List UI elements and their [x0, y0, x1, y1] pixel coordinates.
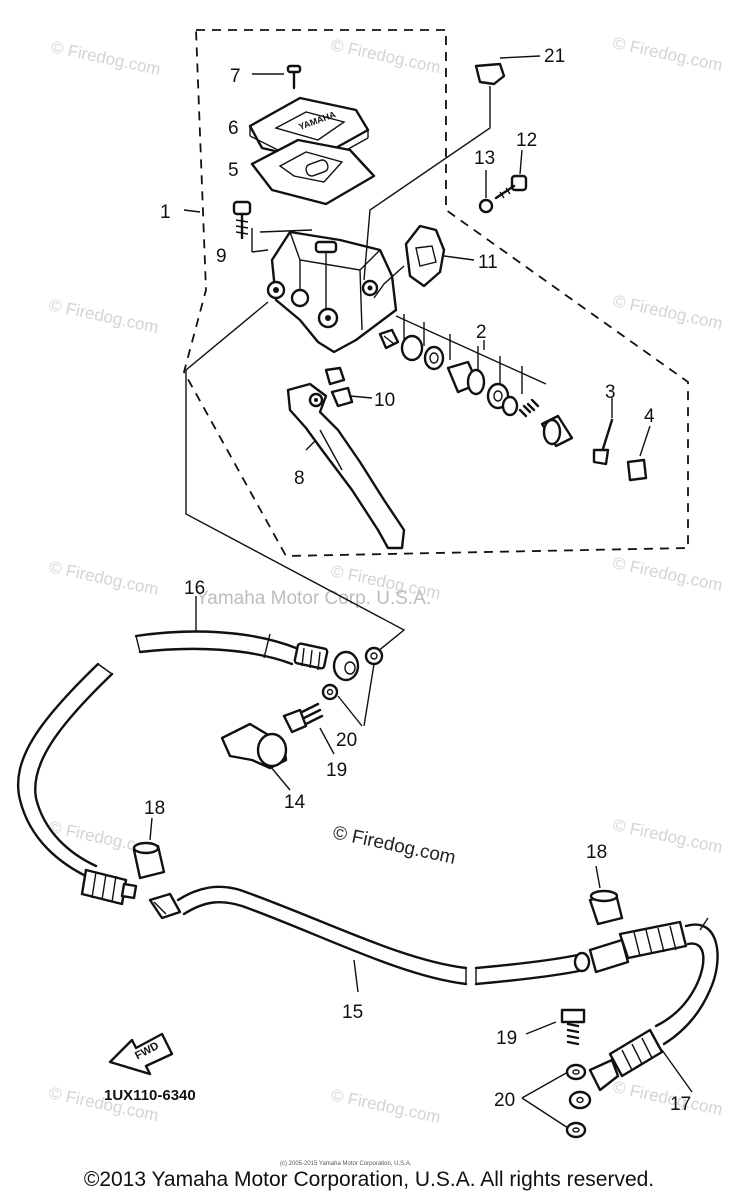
part-12-bolt [494, 149, 528, 200]
part-21-plug [363, 55, 541, 281]
callout-17: 17 [670, 1094, 691, 1115]
callout-18-right: 18 [586, 842, 607, 863]
corp-watermark: Yamaha Motor Corp. U.S.A. [196, 588, 431, 609]
callout-13: 13 [474, 148, 495, 169]
callout-14: 14 [284, 792, 306, 813]
callout-12: 12 [516, 130, 537, 151]
callout-16: 16 [184, 578, 205, 599]
watermark-text: © Firedog.com [47, 557, 160, 599]
part-17-lower-hose [474, 917, 719, 1093]
watermark-text: © Firedog.com [611, 815, 724, 857]
part-20-upper-washers [321, 663, 375, 727]
hose-loop-left [16, 662, 138, 906]
assembly-leader [185, 301, 406, 657]
callout-19-upper: 19 [326, 760, 347, 781]
callout-20-lower: 20 [494, 1090, 515, 1111]
callout-10: 10 [374, 390, 395, 411]
callout-21: 21 [544, 46, 565, 67]
watermark-text: © Firedog.com [611, 553, 724, 595]
callout-5: 5 [228, 160, 239, 181]
fine-print: (c) 2005-2015 Yamaha Motor Corporation, … [280, 1161, 412, 1167]
callout-4: 4 [644, 406, 655, 427]
watermark-text: © Firedog.com [49, 37, 162, 79]
part-2-piston-kit [378, 314, 574, 448]
callout-20-upper: 20 [336, 730, 357, 751]
callout-9: 9 [216, 246, 227, 267]
assembly-leader [183, 209, 201, 213]
watermark-text: © Firedog.com [329, 35, 442, 77]
watermark-text: © Firedog.com [611, 33, 724, 75]
center-watermark: © Firedog.com [331, 822, 458, 869]
part-9-bolt [232, 200, 269, 253]
part-3-pivot-bolt [592, 398, 614, 466]
callout-8: 8 [294, 468, 305, 489]
callout-6: 6 [228, 118, 239, 139]
hose-group: FWD [16, 596, 719, 1139]
part-4-cap [626, 425, 651, 482]
callout-3: 3 [605, 382, 616, 403]
part-5-diaphragm [250, 138, 376, 206]
callout-7: 7 [230, 66, 241, 87]
callout-labels: 1 2 3 4 5 6 7 8 9 10 11 12 13 14 15 16 1… [144, 46, 691, 1115]
part-10-nut [324, 366, 373, 408]
part-20-lower-washers [521, 1063, 592, 1139]
watermark-text: © Firedog.com [329, 1085, 442, 1127]
part-19-lower-union-bolt [525, 1008, 586, 1046]
part-8-lever [286, 382, 406, 550]
part-7-screw [252, 64, 302, 90]
part-11-clamp [373, 224, 475, 299]
fwd-arrow: FWD [108, 1032, 174, 1076]
part-18-grommet-left [132, 817, 166, 880]
callout-18-left: 18 [144, 798, 165, 819]
callout-2: 2 [476, 322, 487, 343]
callout-15: 15 [342, 1002, 363, 1023]
part-19-union-bolt [282, 702, 335, 755]
part-18-grommet-right [588, 865, 624, 926]
callout-1: 1 [160, 202, 171, 223]
watermark-text: © Firedog.com [611, 1077, 724, 1119]
watermark-text: © Firedog.com [47, 295, 160, 337]
part-15-lower-hose [148, 885, 468, 993]
part-14-boot [220, 722, 291, 791]
part-13-washer [478, 170, 494, 214]
master-cylinder-group: YAMAHA [232, 55, 651, 550]
part-6-cap: YAMAHA [248, 96, 370, 169]
watermark-text: © Firedog.com [611, 291, 724, 333]
master-cylinder-body [266, 230, 398, 354]
copyright-notice: ©2013 Yamaha Motor Corporation, U.S.A. A… [83, 1168, 655, 1191]
assembly-leader [259, 229, 313, 233]
master-cylinder-boundary [183, 29, 689, 557]
diagram-code: 1UX110-6340 [104, 1087, 196, 1104]
part-16-brake-hose [134, 596, 384, 682]
callout-19-lower: 19 [496, 1028, 517, 1049]
callout-11: 11 [478, 252, 498, 273]
